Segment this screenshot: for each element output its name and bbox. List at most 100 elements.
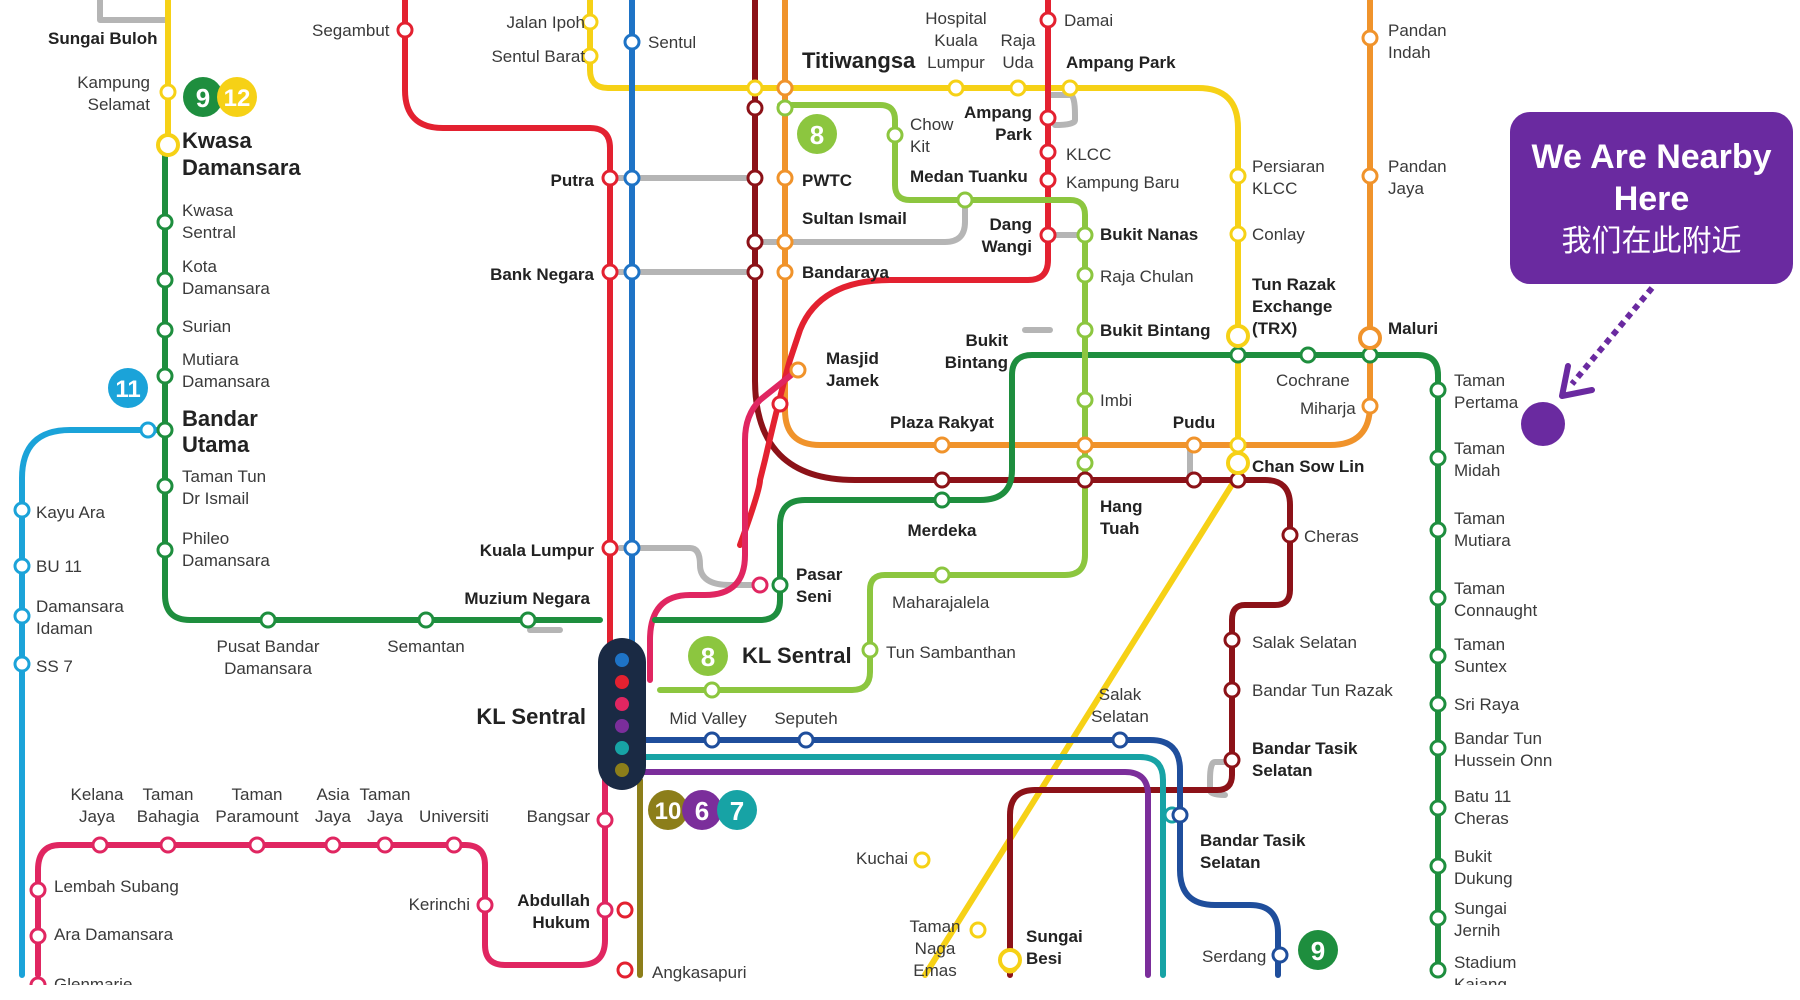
station-pudu[interactable]: Pudu: [1173, 413, 1216, 432]
station-sultan-ismail[interactable]: Sultan Ismail: [802, 209, 907, 228]
station-marker[interactable]: [703, 681, 721, 699]
station-marker[interactable]: [1271, 946, 1289, 964]
station-kampung-baru[interactable]: Kampung Baru: [1066, 173, 1179, 192]
station-marker[interactable]: [956, 191, 974, 209]
station-ara-damansara[interactable]: Ara Damansara: [54, 925, 174, 944]
station-marker[interactable]: [13, 655, 31, 673]
station-batu-11[interactable]: Batu 11: [1454, 787, 1511, 806]
station-abdullah-hukum[interactable]: Abdullah: [517, 891, 590, 910]
station-sungai-buloh[interactable]: Sungai Buloh: [48, 29, 158, 48]
station-marker[interactable]: [1361, 397, 1379, 415]
station-pusat-bandar[interactable]: Pusat Bandar: [216, 637, 319, 656]
station-marker[interactable]: [933, 566, 951, 584]
station-phileo[interactable]: Phileo: [182, 529, 229, 548]
station-bts-b[interactable]: Bandar Tasik: [1200, 831, 1306, 850]
station-masjid-jamek[interactable]: Masjid: [826, 349, 879, 368]
station-muzium-negara[interactable]: Muzium Negara: [464, 589, 590, 608]
station-trx[interactable]: Tun Razak: [1252, 275, 1336, 294]
station-marker[interactable]: [1361, 346, 1379, 364]
interchange-marker[interactable]: [1358, 326, 1382, 350]
station-jalan-ipoh[interactable]: Jalan Ipoh: [507, 13, 585, 32]
station-marker[interactable]: [1039, 143, 1057, 161]
station-marker[interactable]: [156, 477, 174, 495]
station-seputeh[interactable]: Seputeh: [774, 709, 837, 728]
station-tun-sambanthan[interactable]: Tun Sambanthan: [886, 643, 1016, 662]
station-bandaraya[interactable]: Bandaraya: [802, 263, 889, 282]
station-marker[interactable]: [746, 169, 764, 187]
badge-line-11[interactable]: 11: [108, 368, 148, 408]
station-marker[interactable]: [789, 361, 807, 379]
station-marker[interactable]: [1429, 449, 1447, 467]
interchange-marker[interactable]: [156, 133, 180, 157]
badge-line-10[interactable]: 10: [648, 790, 688, 830]
station-sentul-barat[interactable]: Sentul Barat: [491, 47, 585, 66]
station-taman-paramount[interactable]: Taman: [231, 785, 282, 804]
station-pandan-jaya[interactable]: Pandan: [1388, 157, 1447, 176]
station-damai[interactable]: Damai: [1064, 11, 1113, 30]
station-marker[interactable]: [596, 811, 614, 829]
station-marker[interactable]: [581, 47, 599, 65]
station-maharajalela[interactable]: Maharajalela: [892, 593, 990, 612]
station-marker[interactable]: [1223, 681, 1241, 699]
station-kwasa-sentral[interactable]: Kwasa: [182, 201, 234, 220]
station-bangsar[interactable]: Bangsar: [527, 807, 591, 826]
station-marker[interactable]: [776, 233, 794, 251]
station-marker[interactable]: [1076, 471, 1094, 489]
station-marker[interactable]: [1061, 79, 1079, 97]
station-pwtc[interactable]: PWTC: [802, 171, 852, 190]
station-bank-negara[interactable]: Bank Negara: [490, 265, 594, 284]
station-marker[interactable]: [29, 881, 47, 899]
station-marker[interactable]: [746, 79, 764, 97]
station-cheras[interactable]: Cheras: [1304, 527, 1359, 546]
station-marker[interactable]: [248, 836, 266, 854]
station-salak-selatan-b[interactable]: Salak: [1099, 685, 1142, 704]
station-marker[interactable]: [746, 99, 764, 117]
station-persiaran-klcc[interactable]: Persiaran: [1252, 157, 1325, 176]
station-kerinchi[interactable]: Kerinchi: [409, 895, 470, 914]
station-bandar-utama[interactable]: Bandar: [182, 406, 258, 431]
station-bukit-bintang-a[interactable]: Bukit: [966, 331, 1009, 350]
badge-line-12[interactable]: 12: [217, 77, 257, 117]
station-marker[interactable]: [1229, 346, 1247, 364]
station-marker[interactable]: [156, 213, 174, 231]
station-pasar-seni[interactable]: Pasar: [796, 565, 843, 584]
interchange-marker[interactable]: [1226, 451, 1250, 475]
station-bandar-tun-razak[interactable]: Bandar Tun Razak: [1252, 681, 1393, 700]
station-marker[interactable]: [156, 421, 174, 439]
station-marker[interactable]: [1039, 109, 1057, 127]
station-taman-midah[interactable]: Taman: [1454, 439, 1505, 458]
station-raja-uda[interactable]: Raja: [1001, 31, 1037, 50]
station-glenmarie[interactable]: Glenmarie: [54, 975, 132, 994]
station-marker[interactable]: [751, 576, 769, 594]
station-merdeka[interactable]: Merdeka: [908, 521, 978, 540]
station-plaza-rakyat[interactable]: Plaza Rakyat: [890, 413, 994, 432]
station-taman-suntex[interactable]: Taman: [1454, 635, 1505, 654]
station-taman-naga-emas[interactable]: Taman: [909, 917, 960, 936]
station-kwasa-damansara[interactable]: Kwasa: [182, 128, 252, 153]
station-kota-damansara[interactable]: Kota: [182, 257, 218, 276]
station-marker[interactable]: [776, 79, 794, 97]
station-marker[interactable]: [581, 13, 599, 31]
station-marker[interactable]: [29, 927, 47, 945]
station-marker[interactable]: [324, 836, 342, 854]
station-marker[interactable]: [1039, 11, 1057, 29]
station-marker[interactable]: [861, 641, 879, 659]
station-marker[interactable]: [1361, 29, 1379, 47]
station-kuala-lumpur[interactable]: Kuala Lumpur: [480, 541, 595, 560]
station-marker[interactable]: [156, 541, 174, 559]
badge-line-6[interactable]: 6: [682, 790, 722, 830]
station-kuchai[interactable]: Kuchai: [856, 849, 908, 868]
station-miharja[interactable]: Miharja: [1300, 399, 1356, 418]
station-marker[interactable]: [776, 263, 794, 281]
station-marker[interactable]: [1223, 631, 1241, 649]
station-marker[interactable]: [601, 539, 619, 557]
station-mutiara-damansara[interactable]: Mutiara: [182, 350, 239, 369]
station-marker[interactable]: [476, 896, 494, 914]
station-sentul[interactable]: Sentul: [648, 33, 696, 52]
station-marker[interactable]: [933, 436, 951, 454]
station-marker[interactable]: [1039, 226, 1057, 244]
station-marker[interactable]: [596, 901, 614, 919]
station-marker[interactable]: [1429, 799, 1447, 817]
station-marker[interactable]: [259, 611, 277, 629]
interchange-marker[interactable]: [1226, 324, 1250, 348]
